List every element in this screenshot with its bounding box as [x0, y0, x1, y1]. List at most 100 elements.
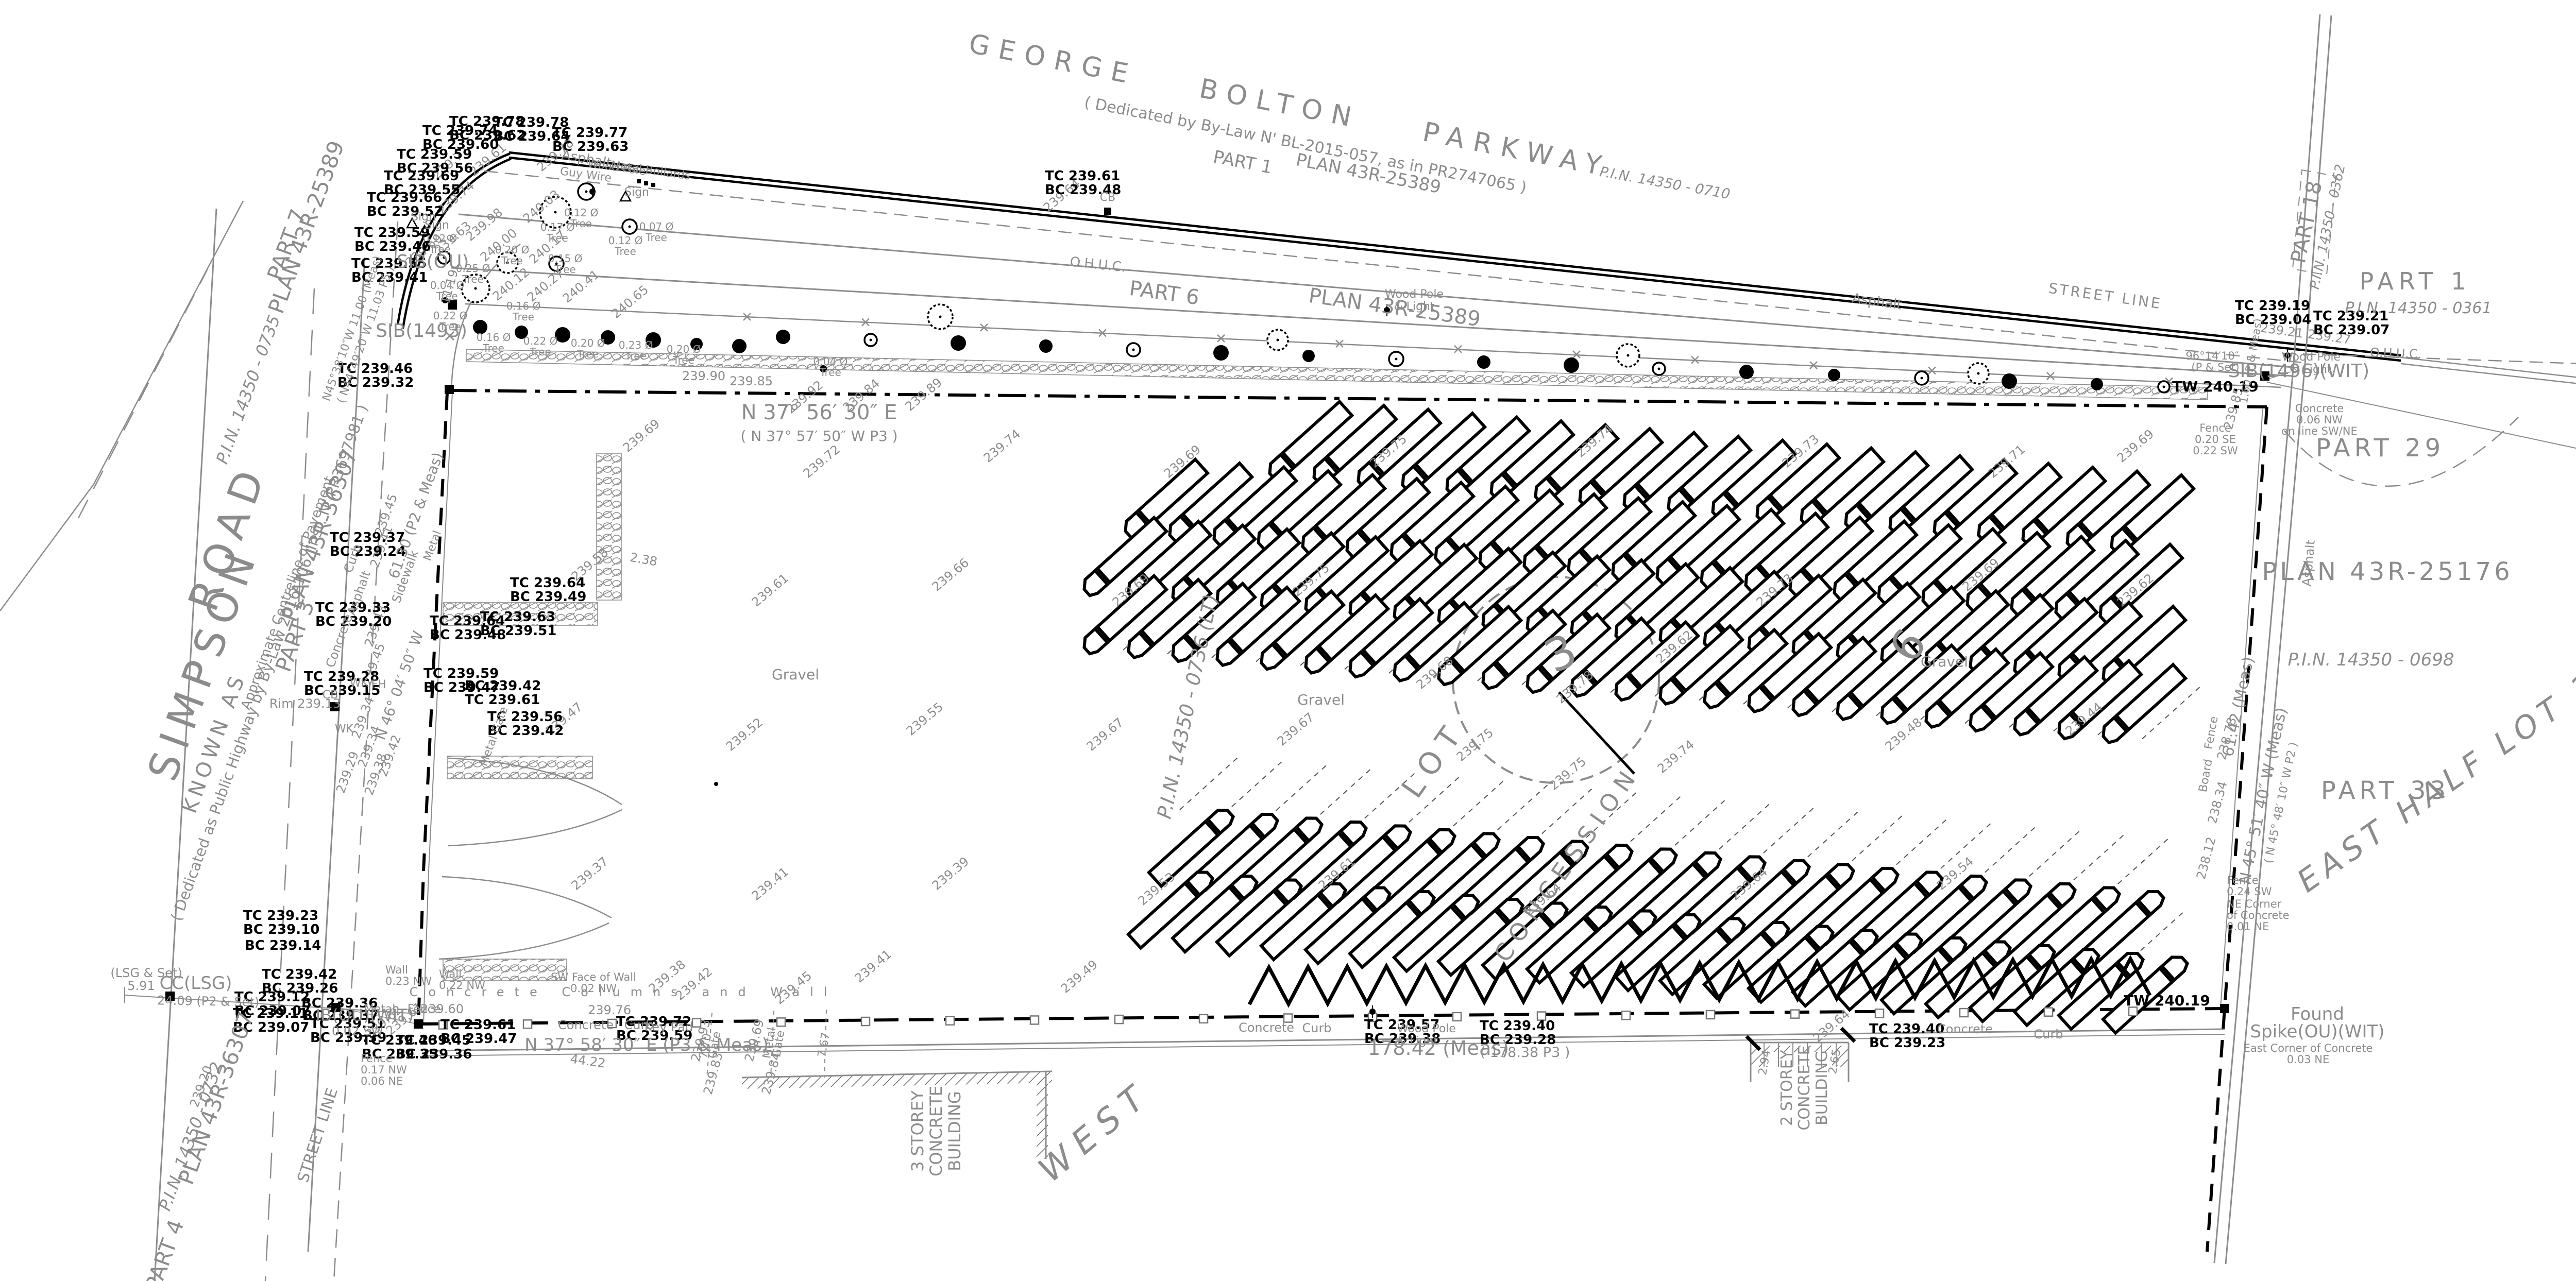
truck-cab — [1171, 634, 1198, 663]
truck-cab — [1969, 704, 1996, 733]
trailer-body — [1269, 469, 1343, 538]
survey-monument-icon — [2220, 1004, 2229, 1013]
map-label: ( N 37° 57′ 50″ W P3 ) — [740, 428, 897, 445]
trailer-body — [1490, 488, 1565, 557]
map-label: P.I.N. 14350 - 0735 — [212, 313, 284, 467]
map-label: Fence — [408, 1003, 441, 1016]
truck-cab — [1703, 680, 1730, 710]
map-label: 96°14′10″ — [2185, 350, 2239, 362]
truck-trailer-icon — [1526, 612, 1612, 694]
truck-cab — [1229, 874, 1259, 901]
spot-elevation-label: 239.67 — [1275, 710, 1317, 748]
fence-x-mark — [1098, 329, 1107, 337]
wall-column-icon — [1029, 1015, 1040, 1025]
map-label: PART 4 — [140, 1216, 189, 1281]
map-label: PLAN 43R-25176 — [2262, 557, 2513, 586]
trailer-body — [1146, 819, 1221, 889]
truck-cab — [1584, 905, 1614, 932]
truck-cab — [1658, 677, 1686, 706]
trailer-body — [1804, 635, 1878, 705]
wall-column-icon — [1198, 1014, 1209, 1024]
map-label: Asphalt — [1851, 291, 1903, 313]
hedge-band — [466, 349, 2208, 400]
truck-trailer-icon — [1393, 601, 1479, 683]
trailer-body — [1183, 581, 1258, 651]
fence-x-mark — [2046, 372, 2055, 380]
truck-cab — [1383, 824, 1413, 851]
truck-trailer-icon — [1924, 647, 2011, 729]
truck-cab — [1516, 835, 1546, 863]
tree-center-dot — [1276, 338, 1279, 341]
trailer-body — [1635, 430, 1709, 500]
yard-point — [714, 782, 718, 786]
fence-x-mark — [1454, 345, 1462, 353]
bollard-icon — [644, 181, 648, 185]
map-label: WK — [335, 723, 354, 736]
trailer-body — [1657, 927, 1732, 997]
ohuc-line — [484, 170, 2303, 364]
building-label-2-storey: 2 STOREYCONCRETEBUILDING — [1778, 1045, 1831, 1130]
part7-dashed-line — [77, 269, 208, 519]
truck-cab — [1672, 913, 1702, 940]
trailer-body — [1280, 399, 1354, 469]
survey-monument-icon — [445, 385, 454, 394]
wall-column-icon — [1452, 1012, 1462, 1022]
driveway2-return-n — [442, 876, 612, 919]
trailer-body — [1170, 885, 1244, 954]
truck-cab — [1304, 646, 1331, 675]
truck-cab — [1215, 638, 1243, 668]
map-label: 0.02 SW — [332, 1024, 383, 1038]
road-edge-north-2 — [509, 156, 2401, 362]
truck-trailer-icon — [1747, 631, 1834, 714]
tree-center-dot — [554, 211, 557, 214]
truck-cab — [1260, 642, 1287, 671]
spot-elevation-label: 239.55 — [904, 699, 946, 738]
fence-x-mark — [1809, 361, 1818, 369]
truck-cab — [1206, 809, 1235, 835]
map-label: 7.67 — [816, 1032, 833, 1059]
trailer-body — [1446, 484, 1520, 554]
trailer-body — [1845, 519, 1919, 588]
part18-parcel-box — [2292, 169, 2337, 276]
tree-icon — [601, 330, 615, 345]
truck-cab — [1348, 650, 1376, 679]
truck-cab — [1185, 870, 1215, 897]
building3-top-hatch — [742, 1071, 1052, 1089]
tree-icon — [555, 327, 570, 343]
truck-cab — [1761, 920, 1791, 948]
parking-lane-dash — [2110, 839, 2168, 892]
tree-icon — [1477, 355, 1490, 369]
parking-lane-dash — [1888, 819, 1947, 872]
dashed-circle — [1452, 576, 1660, 784]
building2-sides — [1750, 1043, 1850, 1082]
truck-trailer-icon — [1481, 608, 1568, 691]
truck-cab — [1737, 855, 1767, 882]
wall-column-icon — [1536, 1011, 1547, 1021]
stone-band-c — [447, 756, 593, 779]
trailer-body — [1679, 434, 1753, 504]
tree-icon — [1828, 369, 1840, 381]
wall-column-icon — [1959, 1007, 1969, 1018]
truck-cab — [1836, 692, 1863, 722]
truck-trailer-icon — [1214, 878, 1303, 958]
driveway1-return-s — [448, 809, 622, 847]
truck-cab — [1894, 932, 1924, 959]
map-label: Metal Bollards — [610, 159, 691, 182]
map-label: WEST — [1031, 1073, 1160, 1190]
map-label: ( 178.38 P3 ) — [1480, 1045, 1570, 1061]
parking-lane-dash — [1578, 792, 1637, 845]
truck-trailer-icon — [1613, 913, 1702, 993]
parking-lane-dash — [2142, 687, 2200, 740]
trailer-body — [1569, 919, 1643, 989]
trailer-body — [1623, 500, 1698, 569]
